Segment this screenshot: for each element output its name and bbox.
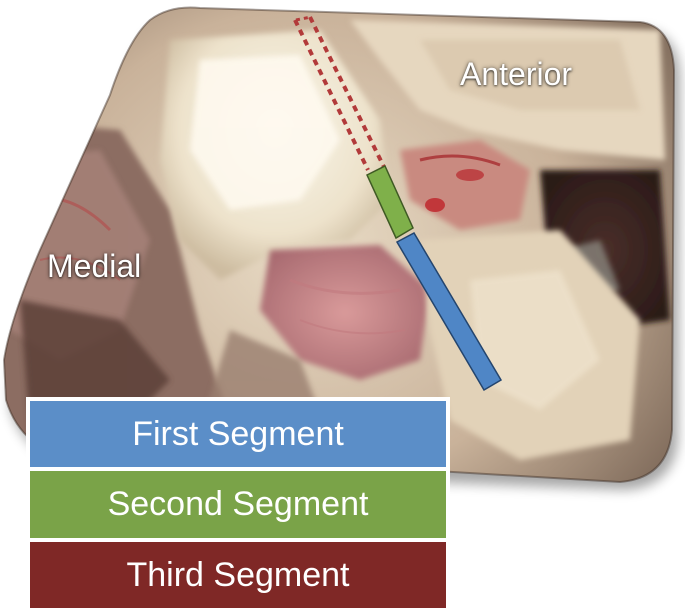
legend-first-segment: First Segment — [28, 399, 448, 470]
legend-first-segment-label: First Segment — [132, 415, 344, 454]
legend-second-segment-label: Second Segment — [107, 485, 369, 524]
legend-third-segment-label: Third Segment — [126, 555, 350, 594]
segment-legend: First Segment Second Segment Third Segme… — [26, 397, 450, 612]
medial-label: Medial — [47, 248, 142, 284]
legend-second-segment: Second Segment — [28, 469, 448, 540]
legend-third-segment: Third Segment — [28, 539, 448, 610]
anterior-label: Anterior — [460, 56, 573, 92]
